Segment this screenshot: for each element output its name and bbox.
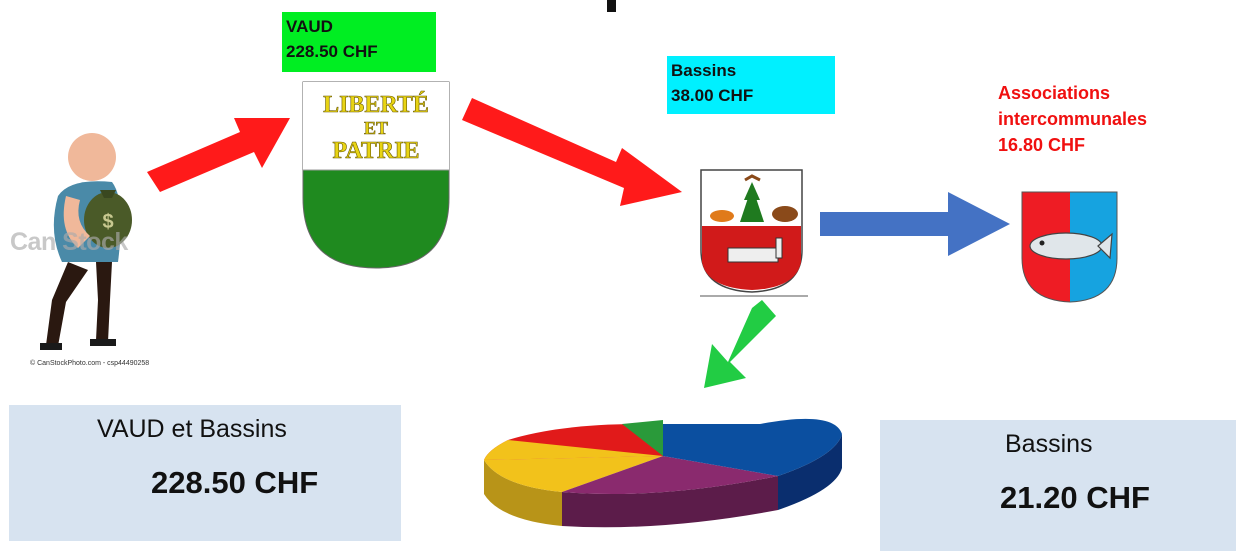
stock-credit: © CanStockPhoto.com - csp44490258 [30,360,150,367]
arrow-to-bassins [462,98,682,206]
money-bag-icon [84,192,132,248]
taxpayer-illustration: $ [40,133,132,350]
title-fragment-mark [607,0,616,12]
associations-amount: 16.80 CHF [998,135,1086,155]
vaud-shield-icon [302,81,450,269]
pie-chart-illustration [484,418,842,528]
vaud-label: VAUD [286,17,333,36]
summary-right-amount: 21.20 CHF [1000,480,1150,515]
bassins-amount: 38.00 CHF [671,86,754,105]
motto-line-1: LIBERTÉ [323,92,429,119]
summary-right-title: Bassins [1005,430,1093,458]
motto-line-2: ET [363,118,389,139]
summary-left-title: VAUD et Bassins [97,415,287,443]
vaud-motto: LIBERTÉ ET PATRIE [303,92,449,165]
fish-icon [1029,232,1103,260]
associations-line1: Associations [998,83,1111,103]
arrow-to-vaud [147,118,290,192]
summary-box-bassins: Bassins 21.20 CHF [880,420,1236,551]
vaud-amount: 228.50 CHF [286,42,378,61]
person-head [68,133,116,181]
stock-watermark: Can Stock [10,228,128,256]
summary-left-amount: 228.50 CHF [151,465,319,500]
summary-box-vaud-bassins: VAUD et Bassins 228.50 CHF [9,405,401,541]
svg-text:$: $ [102,211,113,233]
vaud-amount-tag: VAUD 228.50 CHF [282,12,436,72]
bassins-label: Bassins [671,61,737,80]
motto-line-3: PATRIE [332,138,420,165]
bassins-shield-icon [700,169,808,297]
arrow-to-associations [820,192,1010,256]
person-leg-right [96,262,112,342]
associations-amount-label: Associations intercommunales 16.80 CHF [998,80,1230,158]
person-leg-left [46,262,88,346]
associations-line2: intercommunales [998,109,1148,129]
bassins-amount-tag: Bassins 38.00 CHF [667,56,835,114]
arrow-to-pie [704,300,776,388]
associations-shield-icon [1021,191,1118,303]
